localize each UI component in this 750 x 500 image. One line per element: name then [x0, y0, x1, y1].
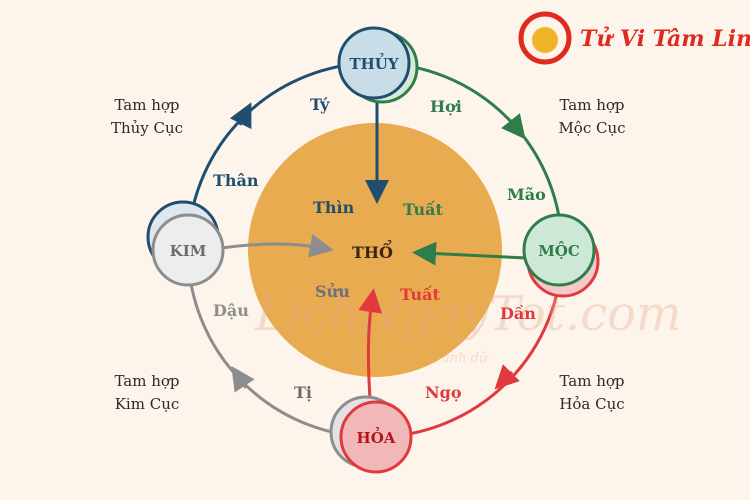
- arrow-water-icon: [229, 102, 252, 130]
- tam-hop-hoa: Tam hợp Hỏa Cục: [559, 372, 624, 413]
- arrow-metal-to-earth: [221, 233, 334, 258]
- node-thuy: THỦY: [337, 26, 419, 104]
- logo-text: Tử Vi Tâm Linh: [580, 26, 750, 52]
- node-moc-label: MỘC: [538, 241, 580, 260]
- tam-hop-kim: Tam hợp Kim Cục: [114, 372, 179, 413]
- branch-dau: Dậu: [213, 301, 249, 320]
- branch-tuat-red: Tuất: [400, 285, 440, 304]
- branch-than: Thân: [213, 171, 259, 190]
- arrow-fire-icon: [494, 364, 520, 390]
- tam-hop-hoa-line2: Hỏa Cục: [559, 395, 624, 413]
- buddha-icon: [532, 27, 558, 53]
- tam-hop-kim-line1: Tam hợp: [114, 372, 179, 390]
- tam-hop-kim-line2: Kim Cục: [115, 395, 180, 413]
- tam-hop-thuy: Tam hợp Thủy Cục: [111, 96, 183, 137]
- branch-suu: Sửu: [315, 282, 350, 301]
- branch-ty-top: Tý: [310, 95, 330, 114]
- tam-hop-thuy-line2: Thủy Cục: [111, 119, 183, 137]
- node-moc: MỘC: [522, 213, 600, 298]
- branch-tuat-green: Tuất: [403, 200, 443, 219]
- tam-hop-moc: Tam hợp Mộc Cục: [558, 96, 625, 137]
- arrow-wood-icon: [501, 113, 526, 140]
- earth-circle: [248, 123, 502, 377]
- branch-mao: Mão: [507, 185, 546, 204]
- branch-thin: Thìn: [313, 198, 355, 217]
- node-thuy-label: THỦY: [349, 53, 398, 73]
- logo-ring-icon: [518, 11, 572, 65]
- arrow-metal-icon: [231, 366, 255, 393]
- arrow-wood-to-earth: [412, 241, 527, 266]
- node-hoa-label: HỎA: [357, 427, 396, 447]
- tam-hop-moc-line1: Tam hợp: [559, 96, 624, 114]
- node-kim: KIM: [146, 200, 225, 287]
- branch-ti: Tị: [294, 383, 312, 402]
- node-kim-label: KIM: [170, 242, 207, 260]
- tam-hop-moc-line2: Mộc Cục: [558, 119, 625, 137]
- branch-hoi: Hợi: [430, 97, 462, 116]
- branch-dan: Dần: [500, 304, 536, 323]
- earth-label: THỔ: [352, 239, 393, 262]
- logo: Tử Vi Tâm Linh: [518, 11, 750, 65]
- watermark-brand: LichNgayTot.com: [254, 286, 682, 342]
- tam-hop-thuy-line1: Tam hợp: [114, 96, 179, 114]
- watermark-slogan: Đón lành - Tránh dữ: [354, 351, 489, 366]
- branch-ngo: Ngọ: [425, 383, 462, 402]
- tam-hop-hoa-line1: Tam hợp: [559, 372, 624, 390]
- arrow-fire-to-earth: [358, 288, 383, 399]
- node-hoa: HỎA: [329, 395, 413, 474]
